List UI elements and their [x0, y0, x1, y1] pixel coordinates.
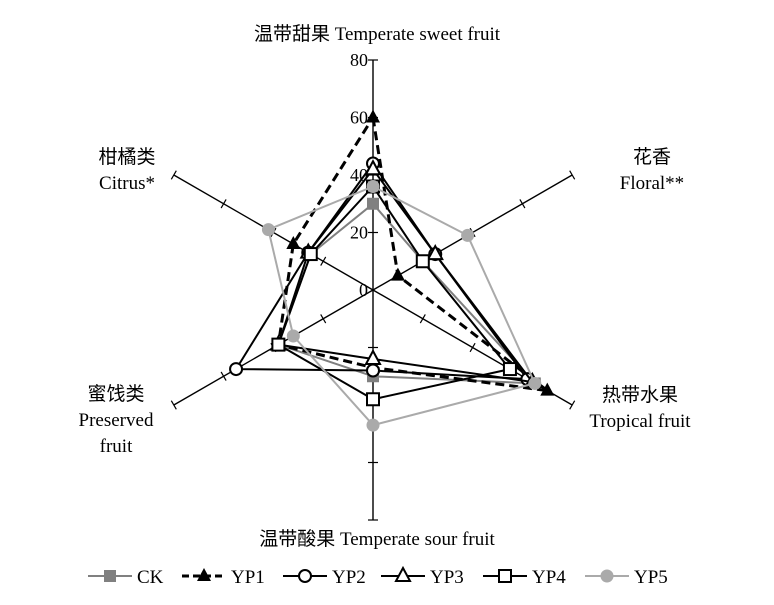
axis-tick-1-3 [519, 199, 526, 209]
axis-label-1: 花香 Floral** [620, 146, 684, 194]
series-point-yp5-1 [461, 228, 475, 242]
legend-marker-yp2 [298, 569, 312, 583]
axis-label-4: 蜜饯类 Preserved fruit [79, 383, 154, 457]
axis-tick-4-4 [170, 400, 177, 410]
legend-item-yp3: YP3 [381, 565, 464, 588]
series-point-yp5-2 [528, 376, 542, 390]
axis-tick-2-2 [469, 342, 476, 353]
series-point-yp5-3 [366, 418, 380, 432]
legend-label-yp2: YP2 [332, 567, 366, 588]
axis-label-2: 热带水果 Tropical fruit [589, 384, 691, 432]
legend-item-yp2: YP2 [283, 567, 366, 588]
series-line-yp4 [277, 185, 511, 401]
axis-label-line-5-0: 柑橘类 [98, 146, 155, 168]
series-point-yp2-3 [366, 363, 380, 378]
axis-tick-5-4 [170, 170, 177, 180]
legend-marker-yp3 [394, 565, 412, 582]
series-point-yp4-4 [271, 337, 286, 352]
series-point-yp3-1 [426, 243, 444, 261]
series-point-yp2-4 [229, 362, 244, 377]
series-point-yp1-2 [540, 382, 555, 396]
axis-label-line-4-2: fruit [100, 436, 133, 457]
axis-tick-5-1 [320, 256, 327, 266]
legend-label-yp4: YP4 [532, 567, 566, 588]
legend-layer: CK YP1 YP2 YP3 YP4 YP5 [88, 565, 668, 588]
tick-label-3: 60 [350, 108, 368, 128]
labels-layer: 0 20 40 60 80 温带甜果 Temperate sweet fruit 花香 Flo… [79, 23, 692, 550]
series-point-yp4-1 [415, 254, 430, 269]
series-point-yp5-5 [261, 223, 275, 237]
series-point-yp4-2 [502, 362, 517, 377]
legend-item-yp5: YP5 [585, 567, 668, 588]
series-point-yp3-3 [364, 348, 382, 365]
series-line-ck [277, 202, 536, 385]
legend-label-yp3: YP3 [430, 567, 464, 588]
series-point-yp5-4 [286, 329, 300, 343]
axes-layer [170, 59, 576, 521]
axis-label-5: 柑橘类 Citrus* [98, 146, 155, 194]
axis-label-line-4-1: Preserved [79, 410, 154, 431]
axis-tick-5-3 [220, 199, 227, 209]
axis-label-line-1-0: 花香 [633, 146, 671, 168]
legend-marker-yp4 [498, 569, 512, 583]
tick-label-1: 20 [350, 223, 368, 243]
axis-tick-4-3 [220, 371, 227, 381]
axis-tick-2-1 [419, 314, 426, 324]
axis-tick-2-4 [569, 400, 576, 410]
axis-label-line-4-0: 蜜饯类 [87, 383, 144, 405]
legend-label-yp1: YP1 [231, 567, 265, 588]
series-point-yp4-3 [366, 392, 380, 407]
tick-label-2: 40 [350, 165, 368, 185]
series-point-ck-0 [367, 197, 379, 210]
legend-item-ck: CK [88, 567, 164, 588]
axis-label-0: 温带甜果 Temperate sweet fruit [254, 23, 501, 45]
axis-tick-1-4 [569, 170, 576, 180]
series-point-yp4-5 [303, 247, 318, 262]
axis-tick-4-1 [320, 314, 327, 324]
series-point-yp1-5 [286, 236, 301, 249]
axis-label-line-5-1: Citrus* [99, 173, 155, 194]
series-point-yp1-1 [390, 267, 405, 281]
axis-label-line-2-0: 热带水果 [602, 384, 678, 406]
axis-label-line-1-1: Floral** [620, 173, 684, 194]
tick-label-4: 80 [350, 50, 368, 70]
axis-label-line-3-0: 温带酸果 Temperate sour fruit [259, 528, 495, 550]
legend-label-yp5: YP5 [634, 567, 668, 588]
series-point-yp5-0 [366, 180, 380, 193]
series-point-yp1-0 [366, 109, 380, 123]
legend-marker-yp5 [600, 569, 614, 583]
axis-label-3: 温带酸果 Temperate sour fruit [259, 528, 495, 550]
series-layer [229, 109, 555, 432]
legend-item-yp4: YP4 [483, 567, 566, 588]
legend-item-yp1: YP1 [182, 567, 265, 588]
legend-marker-yp1 [197, 568, 211, 581]
axis-label-line-0-0: 温带甜果 Temperate sweet fruit [254, 23, 501, 45]
legend-marker-ck [104, 570, 116, 582]
tick-label-0: 0 [359, 280, 368, 300]
axis-label-line-2-1: Tropical fruit [589, 411, 691, 432]
series-point-yp3-0 [364, 159, 382, 176]
legend-label-ck: CK [137, 567, 164, 588]
